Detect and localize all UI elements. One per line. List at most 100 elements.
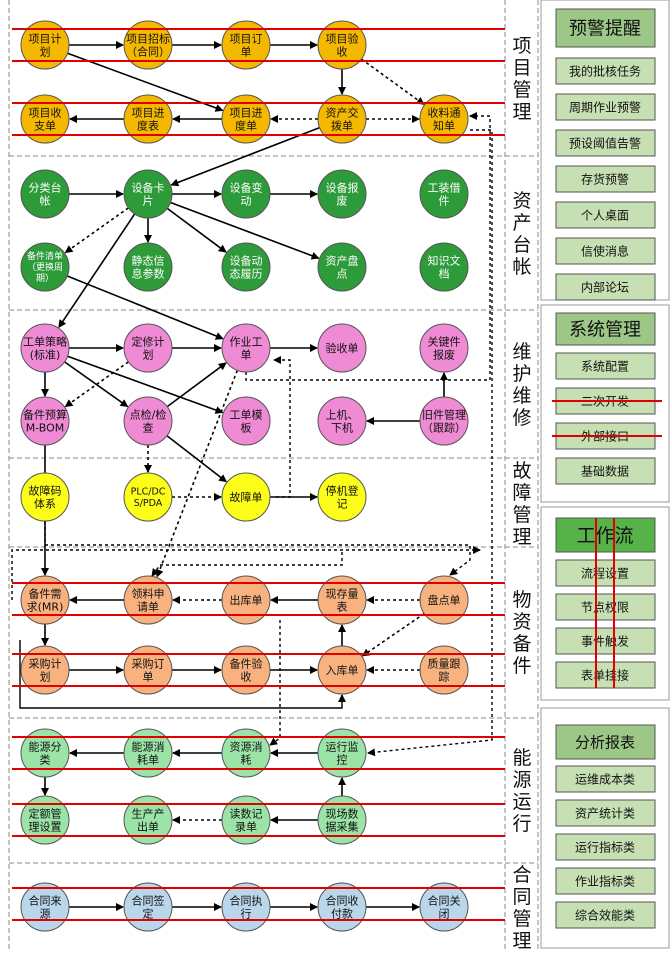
node-mr9[interactable]: 入库单	[317, 645, 367, 695]
node-mr5[interactable]: 盘点单	[419, 575, 469, 625]
node-label: 收	[337, 44, 348, 58]
connector-mr5-mr9	[361, 612, 425, 657]
node-mt10[interactable]: 旧件管理（跟踪）	[419, 396, 469, 446]
node-label: 项目招标	[126, 31, 170, 45]
panel-item-alert[interactable]	[555, 165, 656, 193]
node-pm2[interactable]: 项目招标（合同）	[123, 20, 173, 70]
node-label: 件	[439, 194, 450, 207]
panel-item-workflow[interactable]	[555, 593, 656, 621]
panel-item-alert[interactable]	[555, 57, 656, 85]
panel-header[interactable]	[555, 724, 656, 760]
panel-item-label: 存货预警	[581, 172, 629, 187]
panel-item-system[interactable]	[555, 352, 656, 380]
panel-header[interactable]	[555, 312, 656, 346]
panel-header[interactable]	[555, 517, 656, 553]
node-circle	[221, 169, 271, 219]
node-label: 备件预算	[23, 407, 67, 421]
node-label: 备件需	[29, 586, 62, 600]
panel-item-report[interactable]	[555, 867, 656, 895]
node-mr3[interactable]: 出库单	[221, 575, 271, 625]
connector-as2-as9	[170, 201, 320, 260]
panel-item-report[interactable]	[555, 901, 656, 929]
node-mt1[interactable]: 工单策略(标准)	[20, 323, 70, 373]
node-label: 定额管	[29, 806, 62, 820]
section-label-project: 项目管理	[512, 35, 531, 123]
panel-item-report[interactable]	[555, 765, 656, 793]
panel-item-workflow[interactable]	[555, 559, 656, 587]
panel-item-alert[interactable]	[555, 129, 656, 157]
node-ft3[interactable]: 故障单	[221, 472, 271, 522]
panel-item-alert[interactable]	[555, 201, 656, 229]
node-circle	[419, 94, 469, 144]
node-label: 项目计	[29, 32, 62, 45]
panel-item-report[interactable]	[555, 833, 656, 861]
panel-header-label: 工作流	[576, 525, 633, 547]
panel-item-report[interactable]	[555, 799, 656, 827]
node-mt4[interactable]: 验收单	[317, 323, 367, 373]
node-mt7[interactable]: 点检/检查	[123, 396, 173, 446]
panel-item-workflow[interactable]	[555, 627, 656, 655]
panel-item-alert[interactable]	[555, 237, 656, 265]
node-label: 定	[143, 906, 154, 920]
panel-item-alert[interactable]	[555, 273, 656, 301]
node-label: 耗	[241, 753, 252, 766]
node-mt9[interactable]: 上机、下机	[317, 396, 367, 446]
panel-item-workflow[interactable]	[555, 661, 656, 689]
connector-mt7-ft3	[166, 435, 228, 483]
node-ft2[interactable]: PLC/DCS/PDA	[123, 472, 173, 522]
node-circle	[123, 472, 173, 522]
panel-item-alert[interactable]	[555, 93, 656, 121]
panel-header[interactable]	[555, 8, 656, 48]
node-label: 理设置	[29, 820, 62, 833]
node-circle	[123, 94, 173, 144]
panel-item-system[interactable]	[555, 457, 656, 485]
